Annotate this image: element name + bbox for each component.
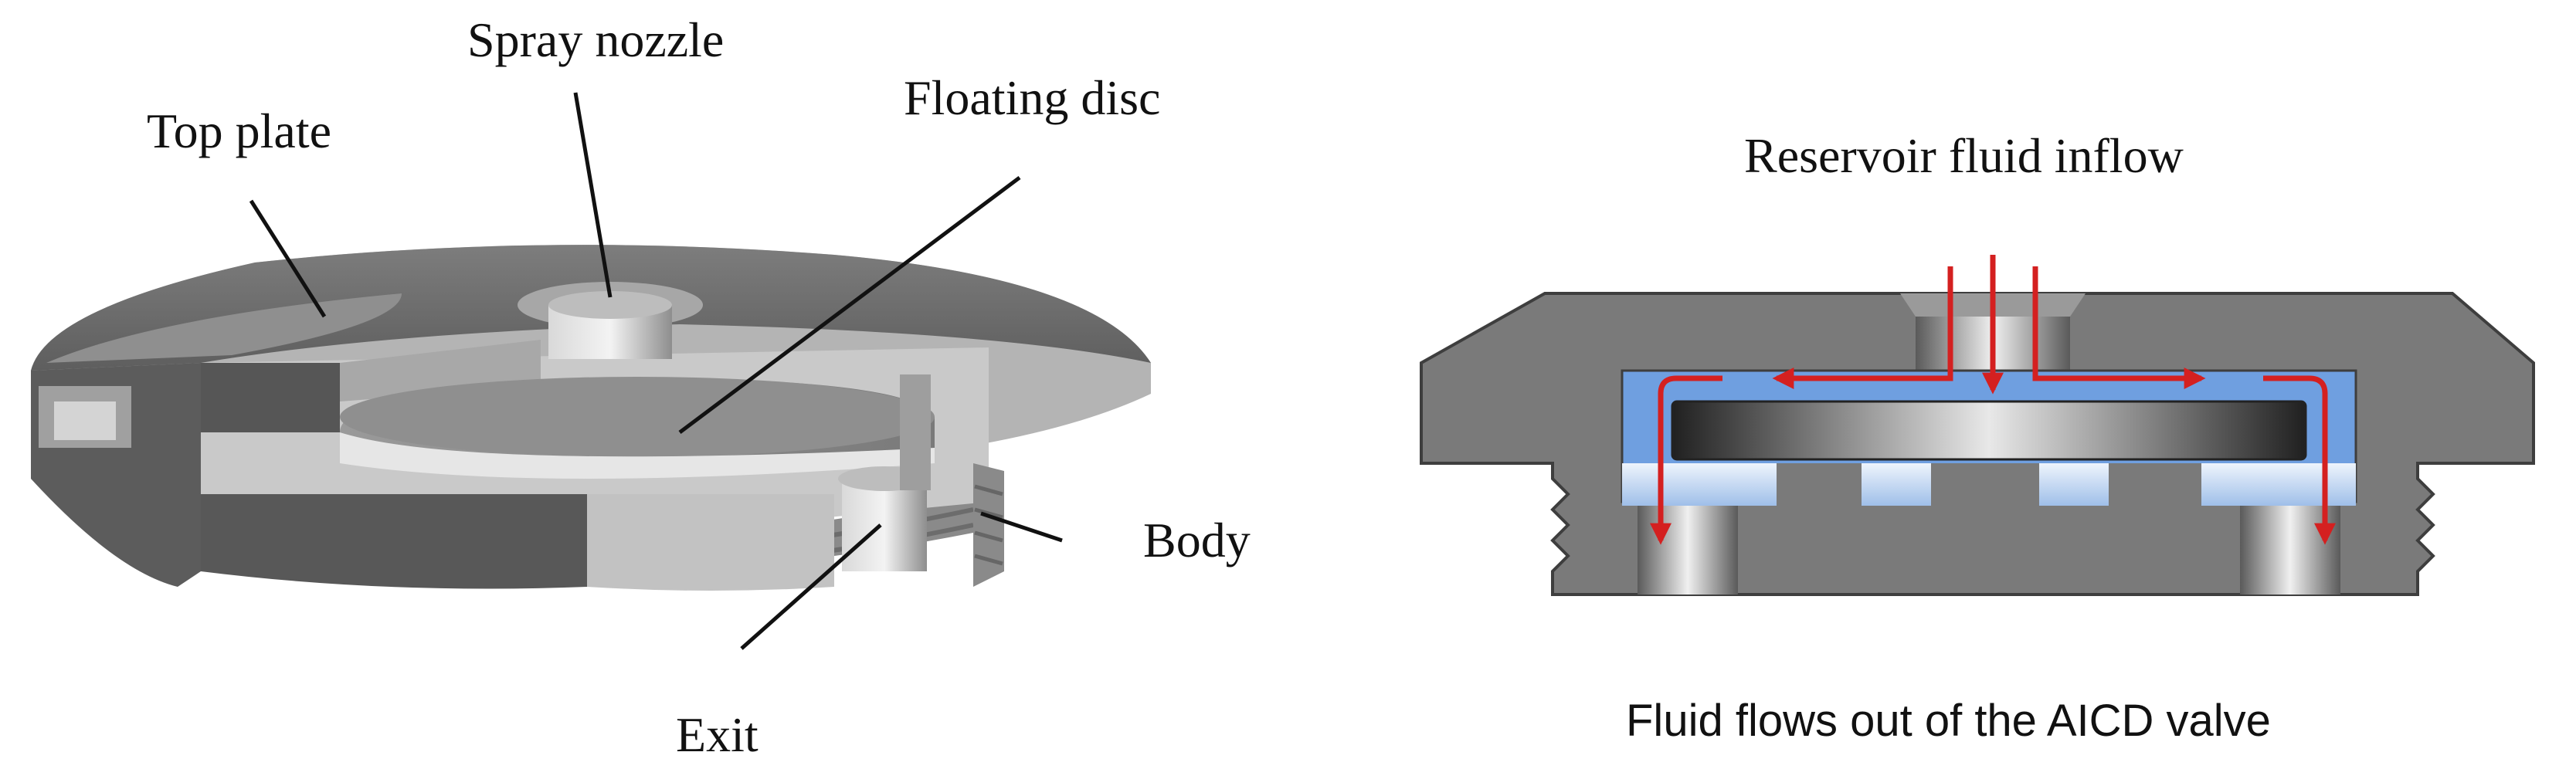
label-reservoir-inflow: Reservoir fluid inflow bbox=[1744, 128, 2184, 183]
floating-disc-part bbox=[340, 377, 935, 479]
exit-channel bbox=[838, 374, 931, 571]
outlet-port-left bbox=[1638, 506, 1738, 595]
floating-disc-bar bbox=[1671, 400, 2307, 461]
cutaway-diagram bbox=[31, 92, 1151, 650]
label-body: Body bbox=[1143, 513, 1251, 567]
label-top-plate: Top plate bbox=[147, 103, 331, 158]
leader-lines bbox=[249, 92, 1063, 650]
label-spray-nozzle: Spray nozzle bbox=[467, 12, 725, 67]
label-outflow: Fluid flows out of the AICD valve bbox=[1626, 696, 2271, 746]
spray-nozzle-part bbox=[518, 282, 703, 359]
label-exit: Exit bbox=[676, 707, 759, 762]
label-floating-disc: Floating disc bbox=[904, 70, 1161, 125]
flow-arrows bbox=[1650, 255, 2336, 545]
